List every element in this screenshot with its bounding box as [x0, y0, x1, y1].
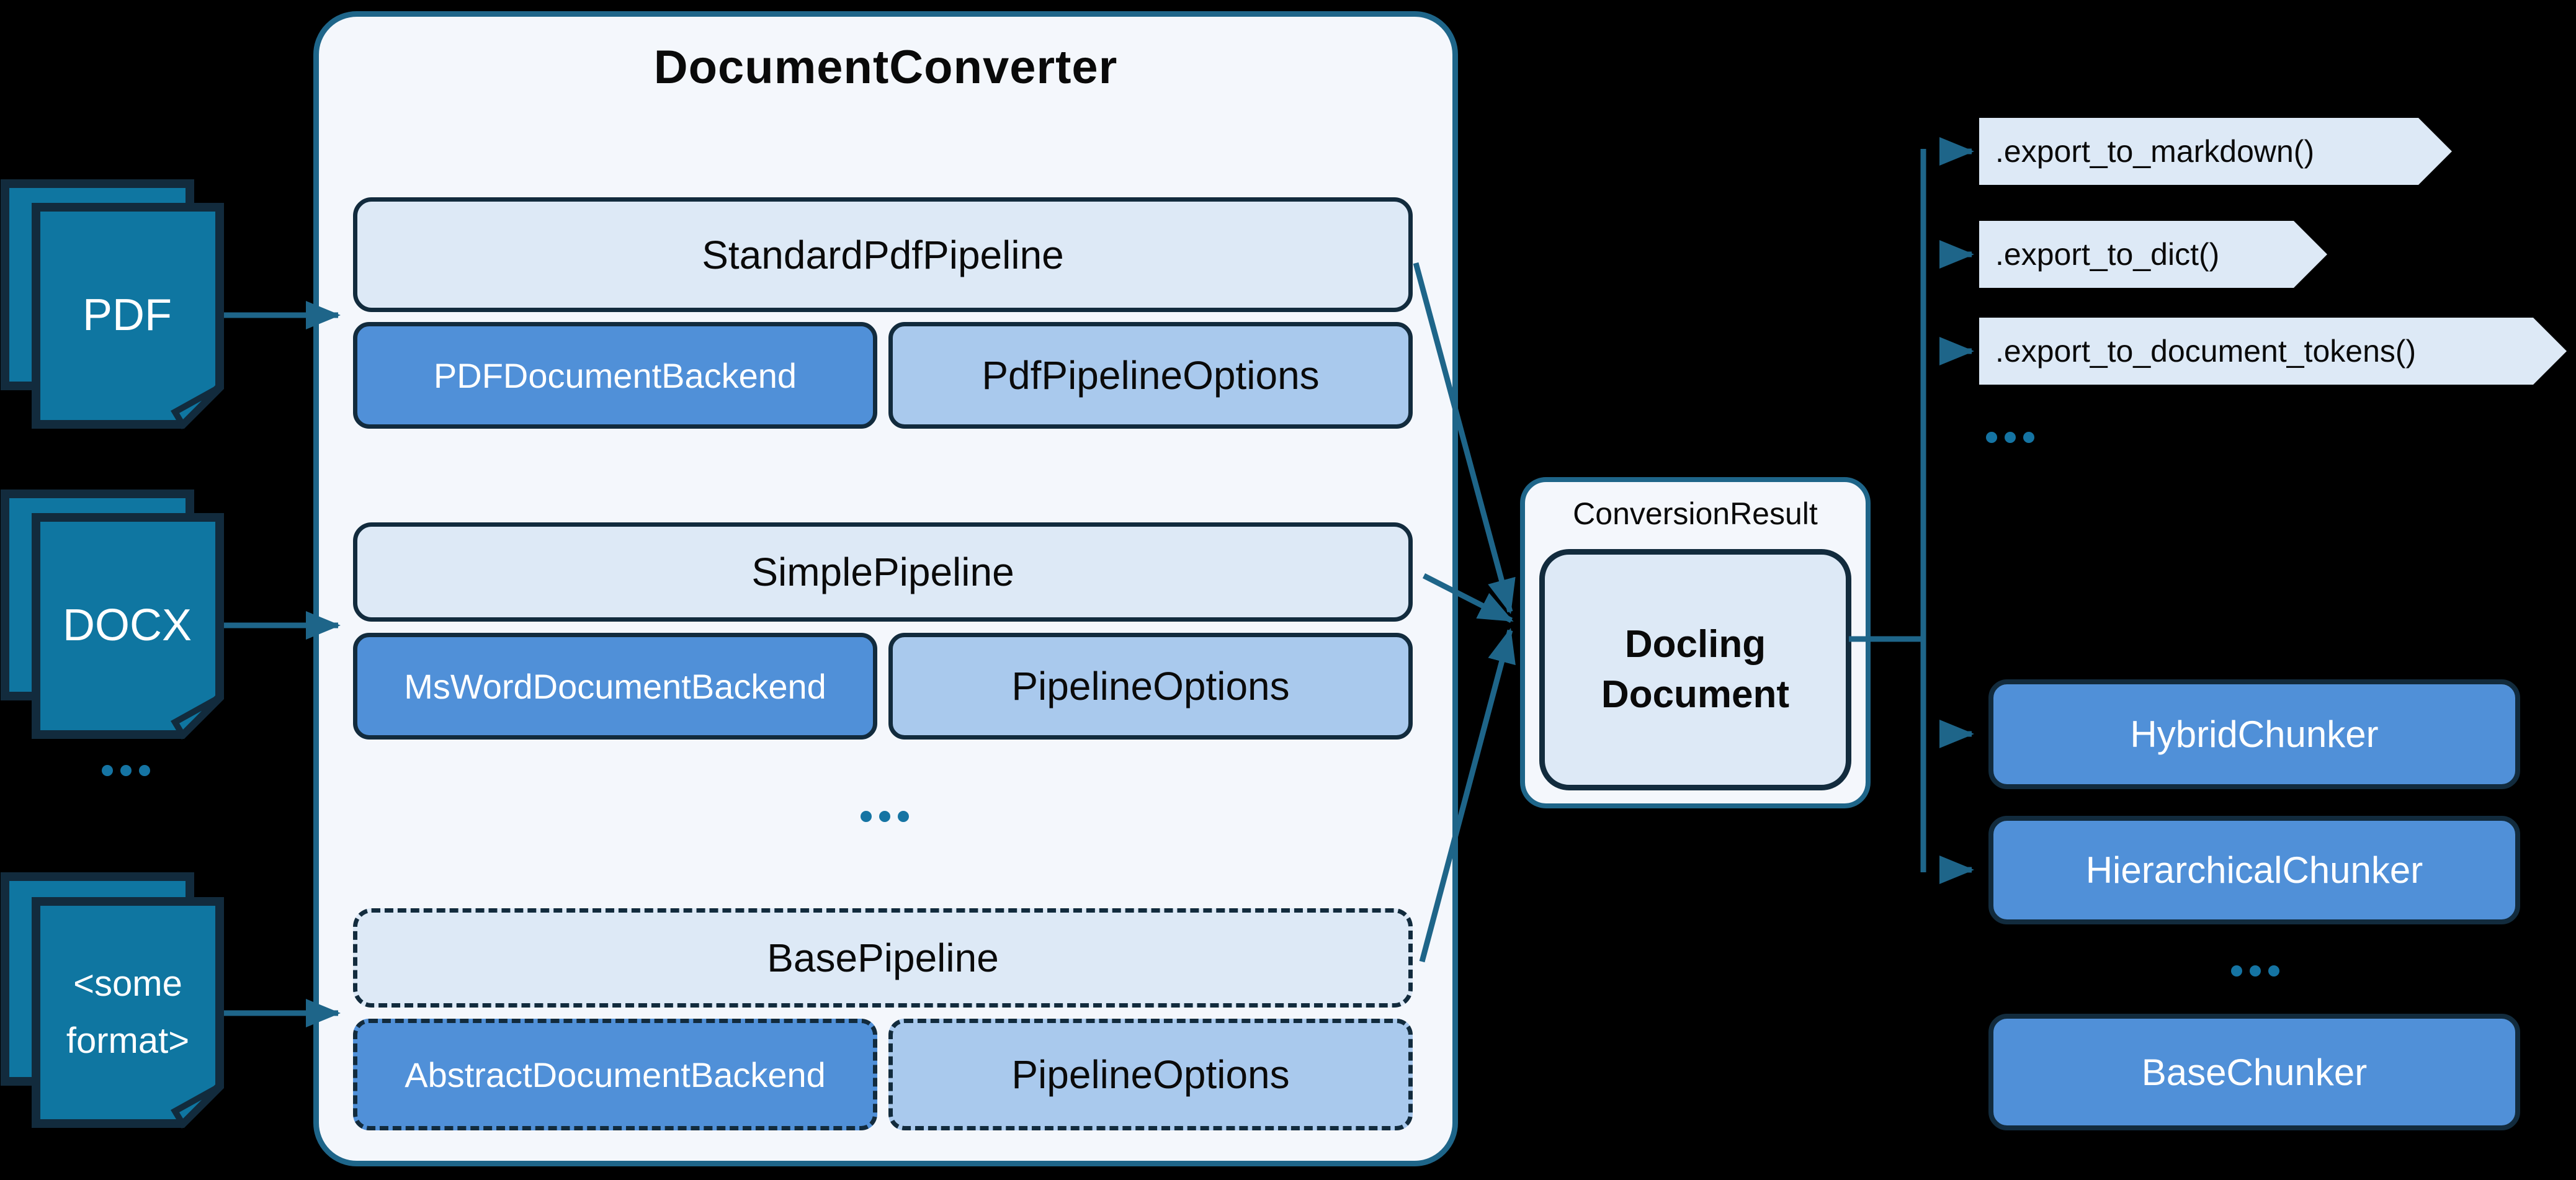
ellipsis-icon [1986, 432, 2034, 443]
conversion-result-label: ConversionResult [1573, 496, 1818, 531]
docling-document-label: Docling Document [1601, 622, 1790, 716]
export-banner-dict: .export_to_dict() [1979, 221, 2327, 288]
pipeline-label: SimplePipeline [751, 550, 1014, 594]
backend-label: MsWordDocumentBackend [404, 666, 826, 706]
pipeline-box-standard-pdf: StandardPdfPipeline [353, 197, 1413, 312]
chunker-label: HybridChunker [2130, 713, 2379, 755]
ellipsis-icon [2231, 965, 2279, 977]
panel-title: DocumentConverter [653, 41, 1118, 94]
backend-box-msword: MsWordDocumentBackend [353, 633, 877, 740]
pipeline-box-simple: SimplePipeline [353, 522, 1413, 622]
backend-label: AbstractDocumentBackend [405, 1055, 826, 1094]
input-format-label-some-format: <some format> [66, 963, 190, 1061]
docling-document-box: Docling Document [1539, 549, 1851, 790]
input-format-label-pdf: PDF [83, 290, 172, 340]
chunker-box-hybrid: HybridChunker [1988, 679, 2520, 789]
docx-document-stack-icon [1, 489, 224, 740]
options-box-simple: PipelineOptions [888, 633, 1413, 740]
options-box-base: PipelineOptions [888, 1019, 1413, 1130]
export-method-label: .export_to_markdown() [1995, 134, 2315, 169]
options-label: PipelineOptions [1011, 664, 1290, 708]
options-box-pdf: PdfPipelineOptions [888, 322, 1413, 429]
ellipsis-icon [102, 765, 150, 776]
export-banner-markdown: .export_to_markdown() [1979, 118, 2452, 185]
options-label: PdfPipelineOptions [982, 353, 1320, 398]
chunker-box-base: BaseChunker [1988, 1014, 2520, 1130]
export-banner-document-tokens: .export_to_document_tokens() [1979, 318, 2567, 385]
backend-label: PDFDocumentBackend [433, 355, 797, 395]
some-format-document-stack-icon [1, 872, 224, 1129]
pipeline-label: StandardPdfPipeline [702, 232, 1064, 277]
input-format-label-docx: DOCX [62, 601, 192, 650]
pdf-document-stack-icon [1, 179, 224, 430]
backend-box-abstract: AbstractDocumentBackend [353, 1019, 877, 1130]
export-method-label: .export_to_document_tokens() [1995, 334, 2417, 369]
chunker-box-hierarchical: HierarchicalChunker [1988, 816, 2520, 924]
ellipsis-icon [861, 811, 909, 822]
options-label: PipelineOptions [1011, 1052, 1290, 1097]
backend-box-pdf: PDFDocumentBackend [353, 322, 877, 429]
chunker-label: HierarchicalChunker [2085, 849, 2423, 891]
chunker-label: BaseChunker [2141, 1051, 2368, 1093]
pipeline-box-base: BasePipeline [353, 908, 1413, 1008]
pipeline-label: BasePipeline [767, 936, 999, 980]
export-method-label: .export_to_dict() [1995, 237, 2220, 272]
